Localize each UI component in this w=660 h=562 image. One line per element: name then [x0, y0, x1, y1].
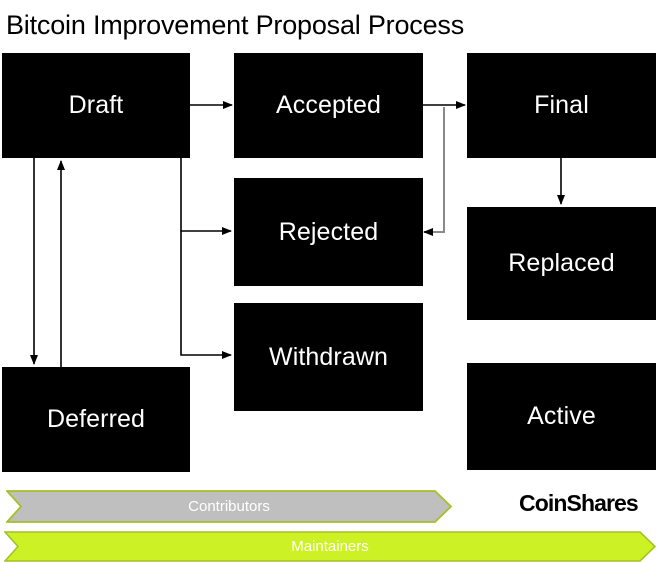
page-title: Bitcoin Improvement Proposal Process [6, 10, 464, 40]
edge-draft-to-withdrawn [180, 231, 232, 359]
node-final-label: Final [534, 91, 589, 119]
banner-maintainers[interactable]: Maintainers [4, 531, 656, 562]
node-final[interactable]: Final [467, 53, 656, 158]
banner-maintainers-label: Maintainers [291, 538, 369, 555]
banner-contributors[interactable]: Contributors [6, 490, 452, 523]
node-rejected-label: Rejected [278, 217, 379, 246]
node-withdrawn-label: Withdrawn [269, 342, 388, 371]
node-accepted[interactable]: Accepted [234, 53, 423, 158]
edge-draft-to-rejected [180, 158, 232, 235]
edge-accepted-to-rejected [423, 107, 445, 236]
node-withdrawn[interactable]: Withdrawn [234, 303, 423, 411]
node-deferred[interactable]: Deferred [2, 367, 190, 472]
node-draft[interactable]: Draft [2, 53, 190, 158]
node-draft-label: Draft [68, 91, 124, 119]
node-active-label: Active [527, 402, 596, 430]
node-active[interactable]: Active [467, 363, 656, 470]
node-rejected[interactable]: Rejected [234, 178, 423, 286]
banner-contributors-label: Contributors [188, 498, 270, 515]
maintainers-chevron-shape [4, 531, 656, 562]
node-deferred-label: Deferred [46, 405, 146, 433]
node-accepted-label: Accepted [275, 91, 382, 119]
node-replaced-label: Replaced [508, 249, 615, 277]
contributors-chevron-shape [6, 490, 452, 523]
coinshares-logo: CoinShares [519, 490, 639, 516]
node-replaced[interactable]: Replaced [467, 207, 656, 320]
